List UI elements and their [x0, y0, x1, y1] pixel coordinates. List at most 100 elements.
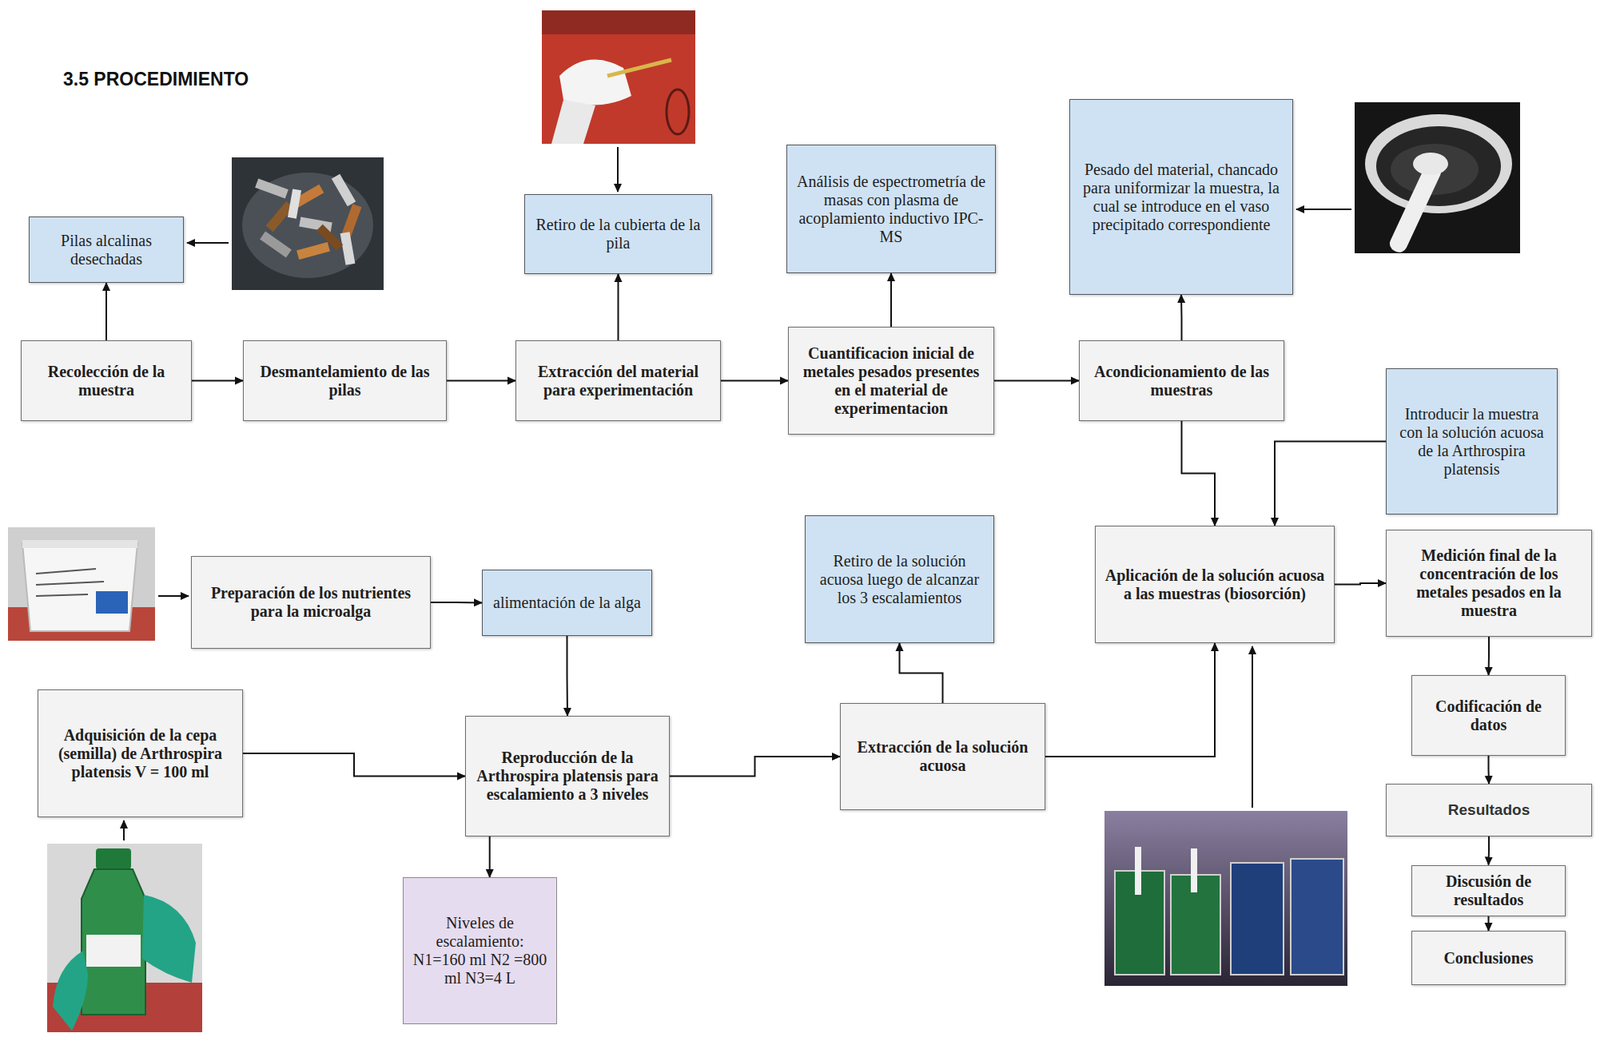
note-box: Retiro de la solución acuosa luego de al…: [804, 515, 995, 644]
box-text: Cuantificacion inicial de metales pesado…: [795, 344, 988, 418]
gloves-photo-part: [541, 10, 696, 144]
mortar-photo: [1354, 102, 1521, 255]
bucket-photo: [7, 527, 156, 641]
connector-arrow: [1488, 916, 1490, 932]
diagram-title: 3.5 PROCEDIMIENTO: [63, 68, 249, 91]
connector-arrow: [242, 753, 466, 777]
photo-arrows-part: [123, 820, 125, 841]
beakers-photo: [1104, 811, 1348, 987]
photo-arrows-part: [1296, 208, 1352, 211]
bottle-photo-part: [52, 951, 88, 1031]
process-box: Aplicación de la solución acuosa a las m…: [1094, 525, 1335, 644]
batteries-photo-part: [254, 179, 289, 200]
connector-arrow: [617, 274, 620, 341]
batteries-photo-part: [296, 242, 331, 260]
process-box: Discusión de resultados: [1411, 865, 1566, 917]
box-text: Pesado del material, chancado para unifo…: [1076, 160, 1286, 235]
connector-arrow: [1182, 421, 1216, 526]
connector-arrow: [669, 756, 840, 777]
gloves-photo: [541, 10, 696, 144]
process-box: Medición final de la concentración de lo…: [1385, 529, 1593, 637]
gloves-photo-part: [559, 59, 632, 106]
bucket-photo-part: [35, 594, 88, 597]
beakers-photo-part: [1134, 847, 1142, 896]
beakers-photo-part: [1104, 811, 1348, 987]
box-text: Pilas alcalinas desechadas: [35, 231, 177, 269]
photo-arrows-part: [616, 147, 619, 192]
process-box: Recolección de la muestra: [20, 340, 192, 422]
connector-arrow: [446, 380, 516, 383]
process-box: Conclusiones: [1411, 931, 1566, 986]
batteries-photo-part: [242, 172, 374, 279]
connector-arrow: [430, 601, 482, 605]
bottle-photo-part: [47, 843, 203, 1033]
mortar-photo-part: [1412, 152, 1449, 176]
batteries-photo-part: [331, 174, 356, 207]
process-box: Desmantelamiento de las pilas: [242, 340, 447, 422]
note-box: Pesado del material, chancado para unifo…: [1069, 99, 1294, 295]
bucket-photo-part: [95, 591, 128, 614]
gloves-photo-part: [666, 89, 689, 135]
connector-arrow: [890, 273, 892, 327]
box-text: Análisis de espectrometría de masas con …: [793, 172, 989, 247]
mortar-photo-part: [1376, 126, 1501, 207]
box-text: Recolección de la muestra: [27, 362, 185, 400]
mortar-photo-part: [1387, 160, 1445, 255]
box-text: Discusión de resultados: [1418, 872, 1559, 910]
batteries-photo: [231, 157, 384, 291]
box-text: Extracción del material para experimenta…: [522, 362, 714, 400]
connector-arrow: [1334, 583, 1386, 586]
note-box: alimentación de la alga: [481, 569, 653, 637]
note-box: Retiro de la cubierta de la pila: [524, 194, 713, 275]
bucket-photo-part: [22, 543, 138, 632]
bottle-photo-part: [81, 869, 146, 1015]
box-text: Introducir la muestra con la solución ac…: [1393, 405, 1551, 479]
bucket-photo-part: [7, 527, 156, 641]
batteries-photo-part: [287, 188, 302, 219]
bottle-photo-part: [95, 848, 132, 870]
process-box: Adquisición de la cepa (semilla) de Arth…: [37, 689, 243, 818]
connector-arrow: [1045, 643, 1215, 757]
box-text: Conclusiones: [1418, 949, 1559, 968]
photo-arrows-part: [187, 242, 229, 244]
box-text: Niveles de escalamiento: N1=160 ml N2 =8…: [409, 914, 550, 988]
levels-box: Niveles de escalamiento: N1=160 ml N2 =8…: [402, 877, 558, 1025]
process-box: Acondicionamiento de las muestras: [1078, 340, 1285, 422]
connector-arrow: [1488, 636, 1491, 676]
box-text: Retiro de la cubierta de la pila: [531, 215, 705, 253]
beakers-photo-part: [1230, 863, 1284, 976]
bottle-photo-part: [142, 895, 196, 984]
connector-arrow: [105, 282, 108, 341]
note-box: Introducir la muestra con la solución ac…: [1385, 368, 1558, 515]
beakers-photo-part: [1290, 859, 1344, 976]
batteries-photo-part: [340, 231, 356, 265]
bottle-photo-part: [86, 935, 141, 968]
box-text: Adquisición de la cepa (semilla) de Arth…: [44, 726, 236, 782]
connector-arrow: [1180, 294, 1183, 341]
connector-arrow: [489, 836, 491, 878]
batteries-photo-part: [259, 231, 292, 259]
bucket-photo-part: [22, 540, 138, 549]
box-text: Extracción de la solución acuosa: [847, 738, 1039, 776]
box-text: Desmantelamiento de las pilas: [250, 362, 440, 400]
box-text: Aplicación de la solución acuosa a las m…: [1102, 566, 1328, 604]
connector-arrow: [720, 380, 789, 383]
note-box: Pilas alcalinas desechadas: [28, 216, 184, 283]
connector-arrow: [1274, 441, 1386, 527]
process-box: Resultados: [1385, 784, 1593, 837]
gloves-photo-part: [551, 99, 596, 144]
note-box: Análisis de espectrometría de masas con …: [786, 144, 996, 274]
process-box: Preparación de los nutrientes para la mi…: [191, 556, 431, 649]
connector-arrow: [1488, 836, 1491, 866]
process-box: Cuantificacion inicial de metales pesado…: [788, 326, 995, 435]
connector-arrow: [994, 380, 1079, 383]
process-box: Reproducción de la Arthrospira platensis…: [465, 716, 670, 837]
connector-arrow: [191, 380, 243, 383]
bucket-photo-part: [35, 569, 96, 574]
box-text: Codificación de datos: [1418, 697, 1559, 735]
box-text: Reproducción de la Arthrospira platensis…: [472, 748, 663, 804]
box-text: Acondicionamiento de las muestras: [1086, 362, 1278, 400]
batteries-photo-part: [342, 203, 363, 238]
beakers-photo-part: [1190, 848, 1198, 893]
